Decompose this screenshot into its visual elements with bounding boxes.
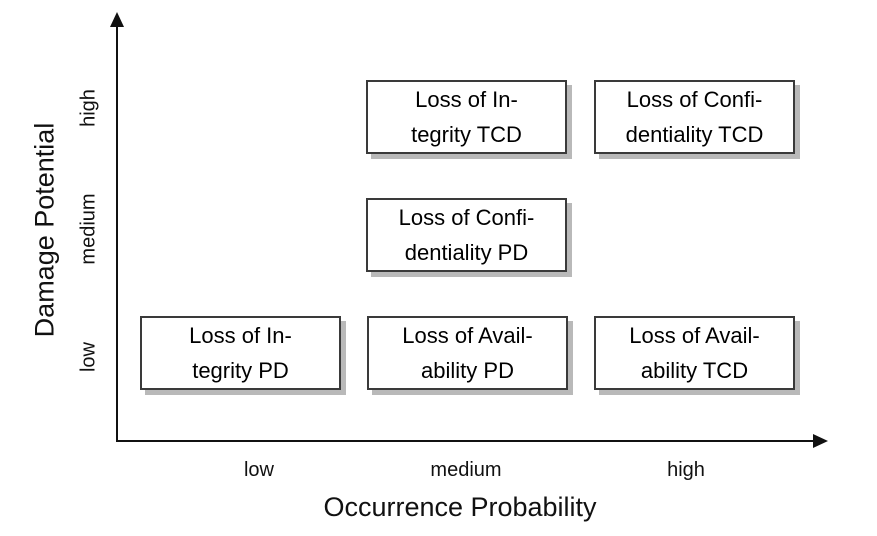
node-label-line: Loss of Confi- xyxy=(398,205,535,230)
x-tick-medium: medium xyxy=(430,459,502,481)
node-label-line: dentiality TCD xyxy=(625,122,764,147)
y-tick-medium: medium xyxy=(77,193,100,265)
node-label-line: ability PD xyxy=(421,358,514,383)
y-tick-low: low xyxy=(77,341,100,373)
node-loss-of-confidentiality-tcd: Loss of Confi- dentiality TCD xyxy=(594,80,795,154)
node-label-line: ability TCD xyxy=(640,358,749,383)
node-label-line: tegrity TCD xyxy=(411,122,522,147)
x-tick-low: low xyxy=(243,459,275,481)
y-axis-title: Damage Potential xyxy=(29,122,60,338)
node-label-line: Loss of Confi- xyxy=(626,87,763,112)
node-label-line: dentiality PD xyxy=(404,240,529,265)
node-loss-of-integrity-pd: Loss of In- tegrity PD xyxy=(140,316,341,390)
node-label-line: Loss of In- xyxy=(189,323,292,348)
x-axis-arrowhead-icon xyxy=(813,434,828,448)
node-label-line: Loss of Avail- xyxy=(629,323,760,348)
x-axis-title: Occurrence Probability xyxy=(323,492,597,522)
y-axis-arrowhead-icon xyxy=(110,12,124,27)
node-label-line: Loss of In- xyxy=(415,87,518,112)
node-loss-of-integrity-tcd: Loss of In- tegrity TCD xyxy=(366,80,567,154)
node-loss-of-confidentiality-pd: Loss of Confi- dentiality PD xyxy=(366,198,567,272)
node-label-line: Loss of Avail- xyxy=(402,323,533,348)
node-loss-of-availability-tcd: Loss of Avail- ability TCD xyxy=(594,316,795,390)
x-tick-high: high xyxy=(667,459,705,481)
x-axis-line xyxy=(116,440,816,442)
node-loss-of-availability-pd: Loss of Avail- ability PD xyxy=(367,316,568,390)
y-axis-line xyxy=(116,22,118,442)
node-label-line: tegrity PD xyxy=(192,358,289,383)
y-tick-high: high xyxy=(77,89,100,127)
